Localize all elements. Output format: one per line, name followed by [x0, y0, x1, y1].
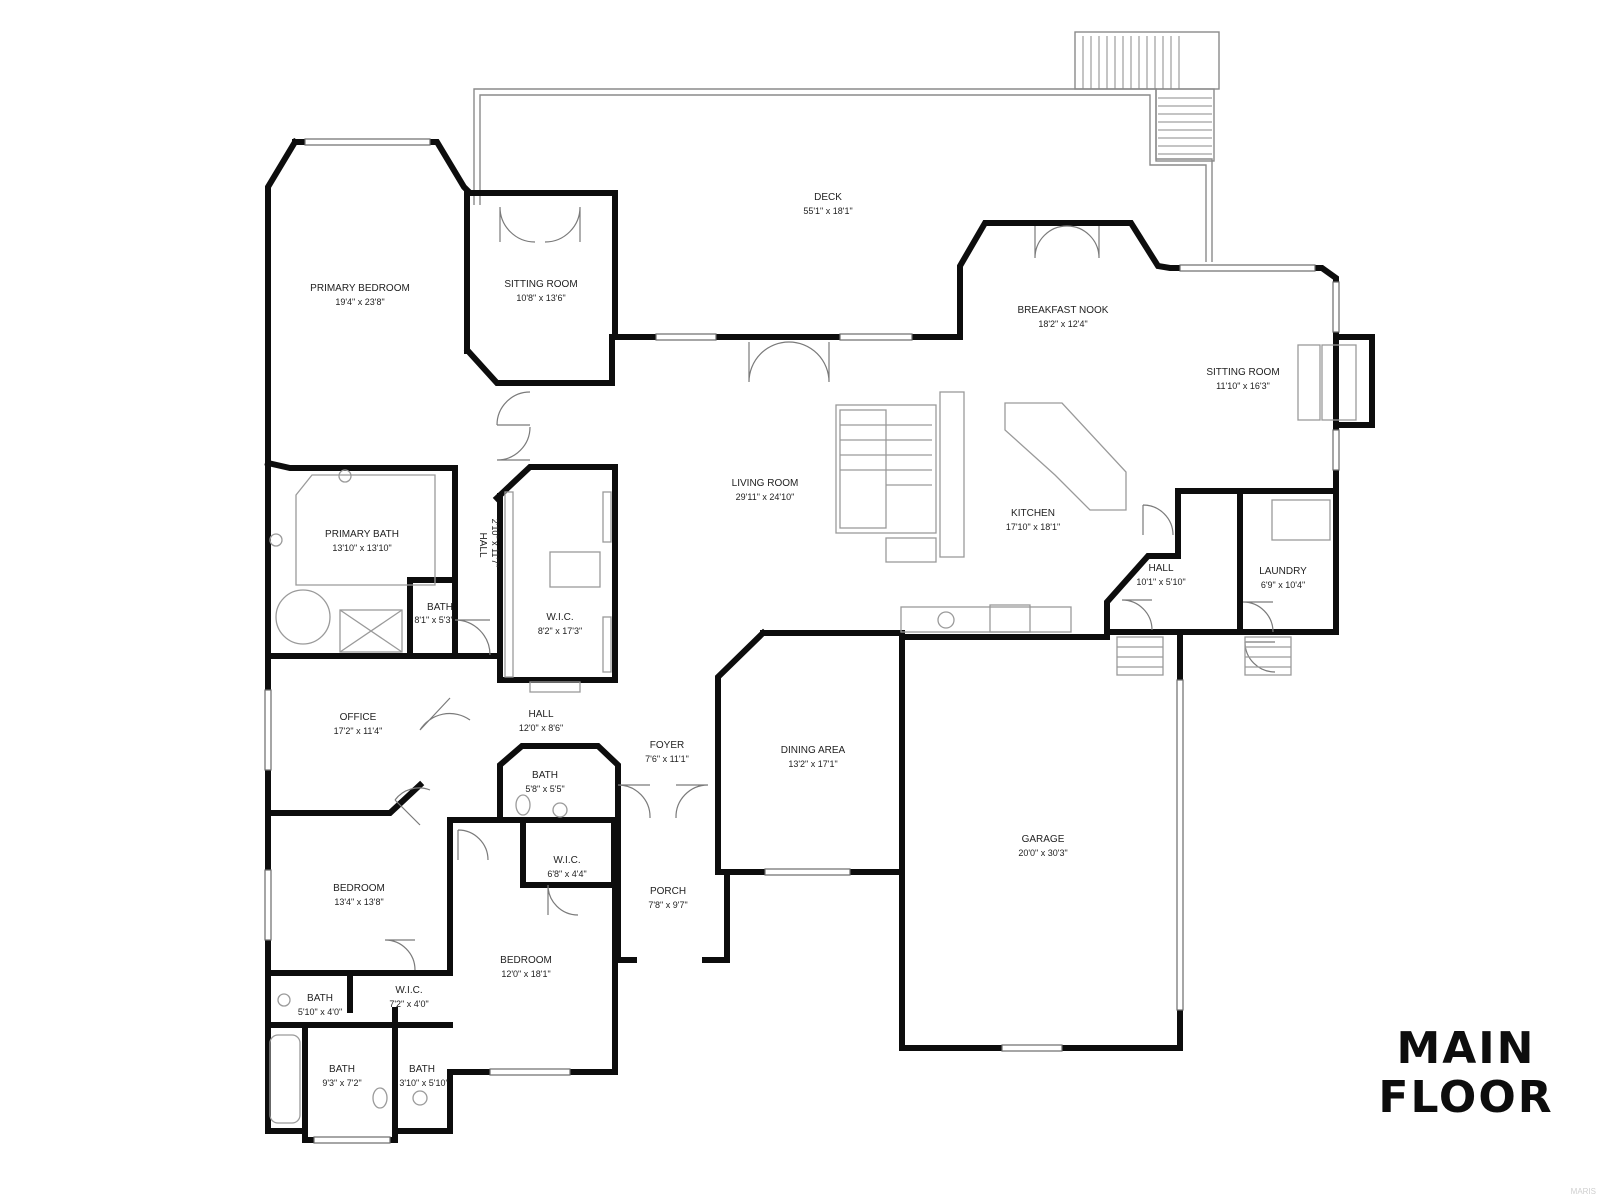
- deck-stairs: [1082, 36, 1212, 155]
- room-name: PRIMARY BEDROOM: [310, 283, 410, 294]
- room-dim: 8'2" x 17'3": [538, 626, 582, 636]
- room-hall-vertical: HALL 2'10" x 11'7": [477, 519, 500, 568]
- room-dim: 12'0" x 18'1": [501, 969, 550, 979]
- room-name: PORCH: [650, 886, 686, 897]
- room-dim: 13'2" x 17'1": [788, 759, 837, 769]
- room-dim: 17'10" x 18'1": [1006, 522, 1060, 532]
- walls: [264, 137, 1375, 1143]
- room-deck: DECK 55'1" x 18'1": [803, 192, 852, 216]
- room-name: BEDROOM: [500, 955, 552, 966]
- room-name: BREAKFAST NOOK: [1018, 305, 1109, 316]
- room-dim: 2'10" x 11'7": [490, 519, 500, 568]
- room-dim: 3'10" x 5'10": [399, 1078, 448, 1088]
- room-name: BEDROOM: [333, 883, 385, 894]
- room-bath-sw3: BATH 3'10" x 5'10": [399, 1064, 448, 1088]
- room-laundry: LAUNDRY 6'9" x 10'4": [1259, 566, 1307, 590]
- room-name: PRIMARY BATH: [325, 529, 399, 540]
- room-name: GARAGE: [1022, 834, 1065, 845]
- room-name: OFFICE: [340, 712, 377, 723]
- room-bedroom-1: BEDROOM 13'4" x 13'8": [333, 883, 385, 907]
- room-dim: 17'2" x 11'4": [334, 726, 383, 736]
- room-dim: 29'11" x 24'10": [736, 492, 795, 502]
- title-line-1: MAIN: [1396, 1023, 1535, 1074]
- room-name: DECK: [814, 192, 842, 203]
- room-dim: 13'4" x 13'8": [334, 897, 383, 907]
- room-dim: 10'1" x 5'10": [1136, 577, 1185, 587]
- room-dim: 5'10" x 4'0": [298, 1007, 342, 1017]
- room-dim: 6'8" x 4'4": [547, 869, 586, 879]
- room-labels: DECK 55'1" x 18'1" PRIMARY BEDROOM 19'4"…: [298, 192, 1307, 1088]
- room-name: HALL: [477, 532, 488, 557]
- room-name: W.I.C.: [395, 985, 422, 996]
- room-name: W.I.C.: [553, 855, 580, 866]
- room-dim: 20'0" x 30'3": [1018, 848, 1067, 858]
- room-wic-center: W.I.C. 6'8" x 4'4": [547, 855, 586, 879]
- room-dim: 7'2" x 4'0": [389, 999, 428, 1009]
- room-dim: 19'4" x 23'8": [335, 297, 384, 307]
- room-dim: 13'10" x 13'10": [332, 543, 391, 553]
- room-dim: 7'6" x 11'1": [645, 754, 689, 764]
- room-wic-sw: W.I.C. 7'2" x 4'0": [389, 985, 428, 1009]
- room-name: SITTING ROOM: [504, 279, 577, 290]
- room-name: BATH: [427, 602, 453, 613]
- room-dim: 9'3" x 7'2": [322, 1078, 361, 1088]
- room-name: LAUNDRY: [1259, 566, 1307, 577]
- room-living-room: LIVING ROOM 29'11" x 24'10": [732, 478, 799, 502]
- room-dim: 55'1" x 18'1": [803, 206, 852, 216]
- room-name: HALL: [1148, 563, 1173, 574]
- room-foyer: FOYER 7'6" x 11'1": [645, 740, 689, 764]
- room-garage: GARAGE 20'0" x 30'3": [1018, 834, 1067, 858]
- room-dim: 7'8" x 9'7": [648, 900, 687, 910]
- room-dim: 5'8" x 5'5": [525, 784, 564, 794]
- room-dim: 10'8" x 13'6": [516, 293, 565, 303]
- room-hall-kitchen: HALL 10'1" x 5'10": [1136, 563, 1185, 587]
- floor-title: MAIN FLOOR: [1378, 1023, 1553, 1123]
- title-line-2: FLOOR: [1378, 1072, 1553, 1123]
- room-hall-center: HALL 12'0" x 8'6": [519, 709, 563, 733]
- room-name: HALL: [528, 709, 553, 720]
- room-wic-primary: W.I.C. 8'2" x 17'3": [538, 612, 582, 636]
- room-name: BATH: [532, 770, 558, 781]
- room-name: W.I.C.: [546, 612, 573, 623]
- room-name: BATH: [409, 1064, 435, 1075]
- room-name: FOYER: [650, 740, 684, 751]
- room-dim: 6'9" x 10'4": [1261, 580, 1305, 590]
- room-name: SITTING ROOM: [1206, 367, 1279, 378]
- room-bath-center: BATH 5'8" x 5'5": [525, 770, 564, 794]
- room-primary-bedroom: PRIMARY BEDROOM 19'4" x 23'8": [310, 283, 410, 307]
- room-sitting-room-1: SITTING ROOM 10'8" x 13'6": [504, 279, 577, 303]
- fixtures: [269, 344, 1357, 1124]
- room-dim: 12'0" x 8'6": [519, 723, 563, 733]
- room-breakfast-nook: BREAKFAST NOOK 18'2" x 12'4": [1018, 305, 1109, 329]
- room-bedroom-2: BEDROOM 12'0" x 18'1": [500, 955, 552, 979]
- room-bath-sw2: BATH 9'3" x 7'2": [322, 1064, 361, 1088]
- room-dining-area: DINING AREA 13'2" x 17'1": [781, 745, 846, 769]
- room-primary-bath: PRIMARY BATH 13'10" x 13'10": [325, 529, 399, 553]
- room-name: LIVING ROOM: [732, 478, 799, 489]
- room-name: KITCHEN: [1011, 508, 1055, 519]
- windows: [264, 138, 1340, 1144]
- room-office: OFFICE 17'2" x 11'4": [334, 712, 383, 736]
- watermark: MARIS: [1571, 1187, 1596, 1196]
- room-dim: 18'2" x 12'4": [1038, 319, 1087, 329]
- room-dim: 8'1" x 5'3": [414, 615, 453, 625]
- room-sitting-room-2: SITTING ROOM 11'10" x 16'3": [1206, 367, 1279, 391]
- doors: [384, 206, 1276, 971]
- room-name: DINING AREA: [781, 745, 846, 756]
- room-porch: PORCH 7'8" x 9'7": [648, 886, 687, 910]
- room-name: BATH: [307, 993, 333, 1004]
- room-bath-sw1: BATH 5'10" x 4'0": [298, 993, 342, 1017]
- room-dim: 11'10" x 16'3": [1216, 381, 1270, 391]
- room-name: BATH: [329, 1064, 355, 1075]
- room-bath-small: BATH 8'1" x 5'3": [414, 602, 453, 625]
- room-kitchen: KITCHEN 17'10" x 18'1": [1006, 508, 1060, 532]
